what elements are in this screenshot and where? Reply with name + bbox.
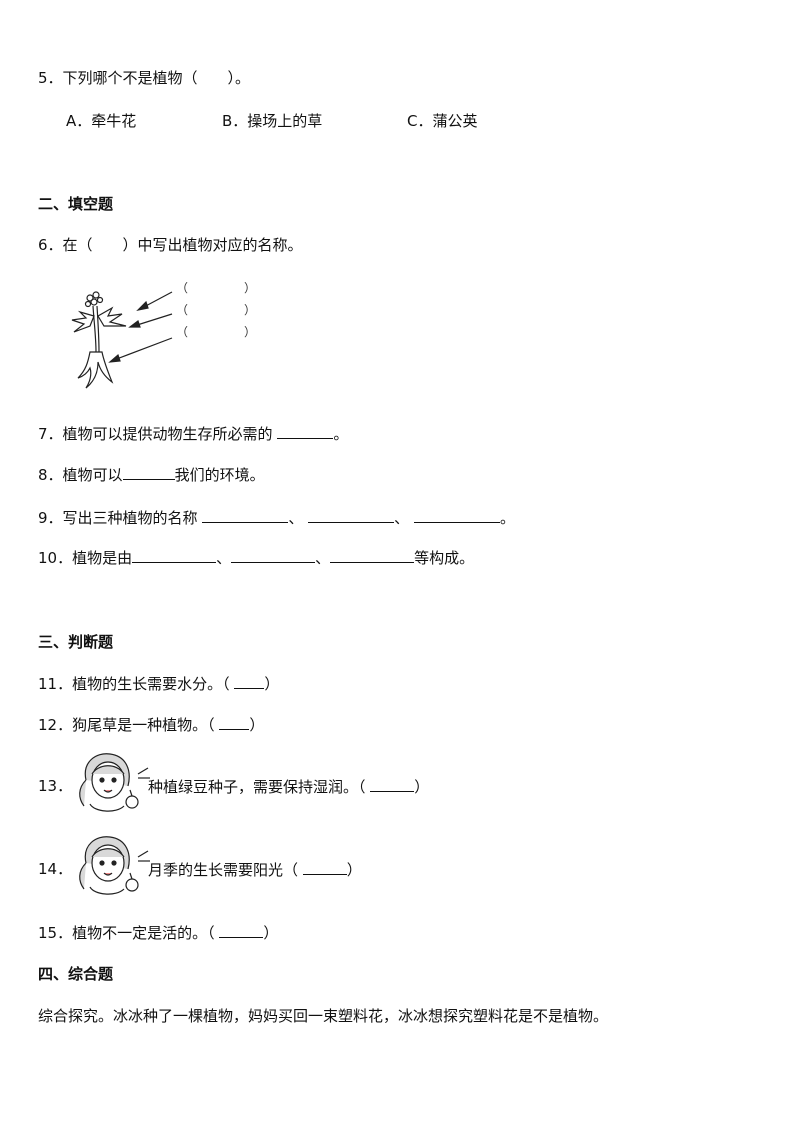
question-12: 12．狗尾草是一种植物。（ ） [38, 714, 265, 734]
answer-blank-3[interactable] [330, 547, 415, 563]
answer-blank-2[interactable] [231, 547, 316, 563]
question-15: 15．植物不一定是活的。（ ） [38, 922, 279, 942]
option-b[interactable]: B．操场上的草 [222, 112, 323, 130]
answer-blank[interactable] [234, 673, 265, 689]
question-text: 狗尾草是一种植物。（ [72, 716, 215, 734]
question-text: 植物可以 [62, 466, 123, 484]
answer-blank[interactable] [219, 714, 250, 730]
answer-blank-3[interactable] [413, 507, 500, 523]
option-a[interactable]: A．牵牛花 [66, 112, 137, 130]
question-text: 植物可以提供动物生存所必需的 [62, 425, 273, 443]
question-number: 12． [38, 716, 73, 734]
girl-pointing-illustration [79, 836, 150, 895]
plant-illustration [71, 291, 173, 389]
question-text: 写出三种植物的名称 [62, 509, 198, 527]
comprehensive-text: 综合探究。冰冰种了一棵植物，妈妈买回一束塑料花，冰冰想探究塑料花是不是植物。 [38, 1007, 609, 1025]
question-5: 5．下列哪个不是植物（ ）。 [38, 68, 250, 88]
answer-blank[interactable] [277, 423, 334, 439]
question-text: 月季的生长需要阳光（ [148, 861, 299, 879]
question-number: 11． [38, 675, 73, 693]
question-10: 10．植物是由、、等构成。 [38, 547, 475, 567]
answer-blank-1[interactable] [132, 547, 217, 563]
answer-paren-flower[interactable]: （） [176, 281, 257, 295]
question-number: 9． [38, 509, 63, 527]
answer-paren-root[interactable]: （） [176, 325, 257, 339]
question-text: 植物是由 [72, 549, 133, 567]
question-9: 9．写出三种植物的名称 、 、 。 [38, 507, 515, 527]
question-text: 在（ ）中写出植物对应的名称。 [62, 236, 303, 254]
question-number: 7． [38, 425, 63, 443]
girl-pointing-illustration [79, 753, 150, 812]
question-14-number: 14． [38, 860, 73, 878]
question-number: 8． [38, 466, 63, 484]
question-6: 6．在（ ）中写出植物对应的名称。 [38, 235, 303, 255]
section-heading-comprehensive: 四、综合题 [38, 965, 114, 983]
section-heading-judge: 三、判断题 [38, 633, 114, 651]
question-text: 下列哪个不是植物（ ）。 [62, 69, 251, 87]
question-11: 11．植物的生长需要水分。（ ） [38, 673, 280, 693]
answer-blank-1[interactable] [202, 507, 289, 523]
question-8: 8．植物可以我们的环境。 [38, 464, 265, 484]
question-14: 月季的生长需要阳光（ ） [148, 859, 362, 879]
answer-blank-2[interactable] [308, 507, 395, 523]
question-13: 种植绿豆种子，需要保持湿润。（ ） [148, 776, 430, 796]
question-number: 10． [38, 549, 73, 567]
question-number: 6． [38, 236, 63, 254]
option-c[interactable]: C．蒲公英 [407, 112, 478, 130]
question-13-number: 13． [38, 777, 73, 795]
question-text: 植物不一定是活的。（ [72, 924, 215, 942]
question-7: 7．植物可以提供动物生存所必需的 。 [38, 423, 349, 443]
question-text: 种植绿豆种子，需要保持湿润。（ [148, 778, 366, 796]
answer-paren-leaf[interactable]: （） [176, 303, 257, 317]
section-heading-fill: 二、填空题 [38, 195, 114, 213]
answer-blank[interactable] [122, 464, 175, 480]
answer-blank[interactable] [219, 922, 264, 938]
answer-blank[interactable] [370, 776, 415, 792]
question-number: 15． [38, 924, 73, 942]
question-number: 5． [38, 69, 63, 87]
answer-blank[interactable] [302, 859, 347, 875]
question-text: 植物的生长需要水分。（ [72, 675, 230, 693]
